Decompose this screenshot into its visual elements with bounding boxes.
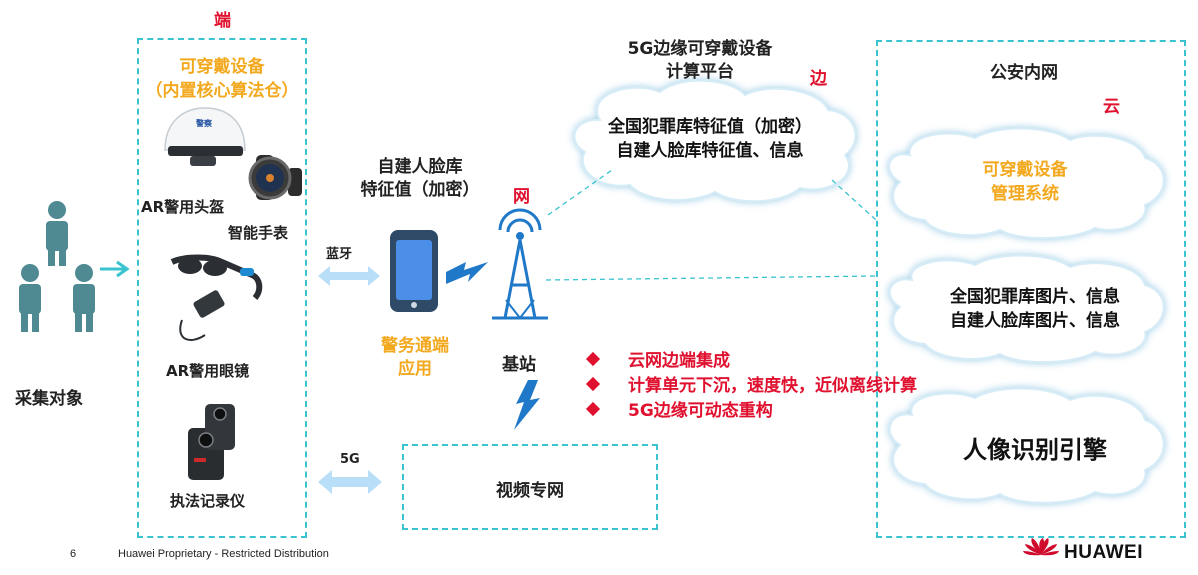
police-app-line1: 警务通端 — [381, 336, 449, 356]
diamond-bullet-icon — [585, 376, 601, 392]
edge-cloud-line2: 自建人脸库特征值、信息 — [616, 141, 804, 161]
cloud-tag: 云 — [1103, 97, 1120, 117]
bluetooth-label: 蓝牙 — [326, 247, 353, 262]
body-camera-icon — [188, 404, 235, 480]
edge-tag: 边 — [810, 69, 827, 89]
bullet-item: 5G边缘可动态重构 — [585, 396, 773, 421]
management-cloud-line1: 可穿戴设备 — [982, 160, 1068, 180]
recorder-label: 执法记录仪 — [170, 492, 246, 510]
bullet-item: 云网边端集成 — [585, 346, 730, 371]
edge-to-base-connector — [547, 169, 613, 216]
edge-cloud-line1: 全国犯罪库特征值（加密） — [608, 117, 812, 137]
diamond-bullet-icon — [585, 401, 601, 417]
police-intranet-title: 公安内网 — [990, 63, 1058, 83]
edge-cloud — [573, 79, 857, 203]
arrow-right-icon — [100, 260, 130, 278]
downlink-signal-icon — [514, 380, 540, 430]
bullet-text: 云网边端集成 — [628, 351, 730, 371]
edge-platform-title: 5G边缘可穿戴设备 计算平台 — [600, 38, 800, 84]
terminal-device-box — [137, 38, 307, 538]
subjects-label: 采集对象 — [15, 389, 83, 409]
self-face-library-line2: 特征值（加密） — [360, 180, 480, 200]
police-intranet-box — [876, 40, 1186, 538]
edge-platform-line2: 计算平台 — [666, 62, 734, 82]
base-to-intranet-connector — [545, 275, 877, 281]
management-cloud-line2: 管理系统 — [991, 184, 1059, 204]
management-cloud-text: 可穿戴设备 管理系统 — [900, 158, 1150, 206]
terminal-tag: 端 — [214, 11, 231, 31]
police-app-label: 警务通端 应用 — [360, 335, 470, 381]
page-number: 6 — [70, 548, 77, 560]
5g-link-arrow — [318, 470, 382, 494]
wearable-title-line2: （内置核心算法仓） — [145, 81, 299, 101]
bullet-item: 计算单元下沉，速度快，近似离线计算 — [585, 371, 917, 396]
police-app-line2: 应用 — [398, 359, 432, 379]
images-cloud — [888, 254, 1165, 364]
self-face-library-line1: 自建人脸库 — [377, 157, 463, 177]
wireless-signal-icon — [446, 262, 488, 284]
wearable-title-line1: 可穿戴设备 — [179, 57, 265, 77]
engine-cloud-text: 人像识别引擎 — [963, 436, 1107, 464]
helmet-badge-text: 警察 — [196, 119, 212, 128]
management-cloud — [888, 127, 1165, 240]
ar-glasses-label: AR警用眼镜 — [166, 362, 250, 380]
network-tag: 网 — [513, 187, 530, 207]
bullet-text: 5G边缘可动态重构 — [628, 401, 773, 421]
ar-glasses-icon — [170, 254, 263, 341]
images-cloud-line2: 自建人脸库图片、信息 — [950, 311, 1120, 331]
self-face-library-label: 自建人脸库 特征值（加密） — [340, 156, 500, 202]
base-station-tower-icon — [492, 208, 548, 320]
images-cloud-line1: 全国犯罪库图片、信息 — [950, 287, 1120, 307]
bluetooth-link-arrow — [318, 266, 380, 286]
bullet-text: 计算单元下沉，速度快，近似离线计算 — [628, 376, 917, 396]
edge-cloud-text: 全国犯罪库特征值（加密） 自建人脸库特征值、信息 — [590, 115, 830, 163]
images-cloud-text: 全国犯罪库图片、信息 自建人脸库图片、信息 — [900, 285, 1170, 333]
ar-helmet-label: AR警用头盔 — [141, 198, 225, 216]
5g-label: 5G — [340, 452, 360, 467]
smart-watch-icon — [248, 155, 302, 200]
video-network-label: 视频专网 — [496, 481, 564, 501]
edge-platform-line1: 5G边缘可穿戴设备 — [627, 39, 773, 59]
engine-cloud — [888, 387, 1165, 504]
wearable-title: 可穿戴设备 （内置核心算法仓） — [137, 55, 307, 103]
person-figure-icon — [19, 201, 95, 332]
helmet-icon — [164, 107, 246, 166]
phone-icon — [390, 230, 438, 312]
huawei-logo — [1023, 538, 1059, 556]
video-network-box — [402, 444, 658, 530]
brand-wordmark: HUAWEI — [1064, 542, 1143, 563]
base-station-label: 基站 — [502, 355, 536, 375]
proprietary-note: Huawei Proprietary - Restricted Distribu… — [118, 548, 329, 560]
diamond-bullet-icon — [585, 351, 601, 367]
edge-to-intranet-connector — [831, 179, 877, 221]
smart-watch-label: 智能手表 — [228, 224, 289, 242]
